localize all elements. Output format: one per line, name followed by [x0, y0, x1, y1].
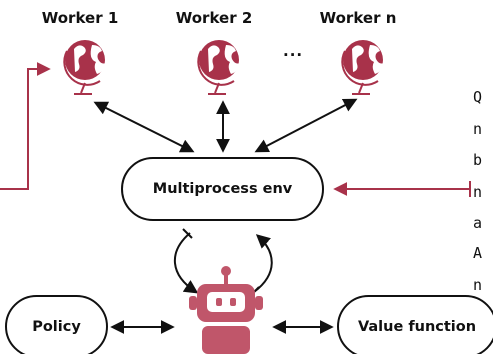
side-note-fragment: n	[473, 183, 483, 201]
side-note-fragment: a	[473, 214, 483, 232]
globe-icon	[197, 40, 240, 95]
side-note-fragment: b	[473, 151, 483, 169]
globe-icon	[63, 40, 106, 95]
worker-ellipsis: ...	[283, 42, 304, 60]
policy-node: Policy	[5, 295, 108, 354]
multiprocess-env-node: Multiprocess env	[121, 157, 324, 221]
arrow-workern-env	[254, 98, 358, 153]
arrow-agent-to-env	[253, 234, 273, 293]
globe-icon	[341, 40, 384, 95]
arrow-env-to-agent	[174, 232, 199, 294]
arrow-env-to-agent-cap	[182, 228, 193, 239]
side-note-fragment: n	[473, 276, 483, 294]
arrow-worker1-env	[93, 101, 195, 153]
worker-label: Worker 2	[175, 9, 253, 27]
side-note-fragment: n	[473, 120, 483, 138]
robot-icon	[189, 266, 263, 354]
side-note-fragment: Q	[473, 88, 483, 106]
feedback-arrow-left	[0, 62, 51, 190]
worker-label: Worker 1	[41, 9, 119, 27]
worker-label: Worker n	[319, 9, 397, 27]
value-function-node: Value function	[337, 295, 493, 354]
side-note-fragment: A	[473, 244, 483, 262]
